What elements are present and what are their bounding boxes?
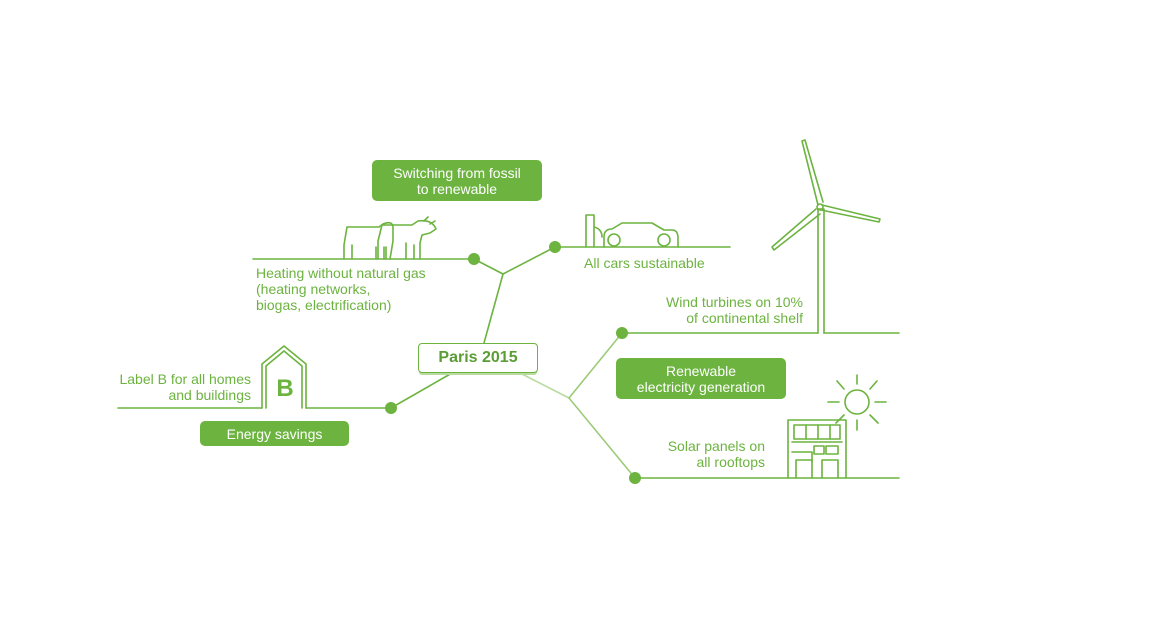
house-label-b-icon — [117, 345, 392, 409]
node-dots — [385, 241, 641, 484]
house-letter: B — [276, 375, 293, 402]
category-renewable-electricity: Renewable electricity generation — [616, 358, 786, 399]
electric-car-icon — [554, 214, 731, 248]
center-node: Paris 2015 — [418, 343, 538, 373]
sun-icon — [827, 374, 887, 431]
category-energy-savings: Energy savings — [200, 421, 349, 446]
cows-icon — [252, 216, 475, 260]
wind-turbine-icon — [621, 139, 900, 334]
label-heating: Heating without natural gas (heating net… — [256, 265, 426, 313]
label-b-homes: Label B for all homes and buildings — [119, 371, 251, 403]
label-solar: Solar panels on all rooftops — [667, 438, 765, 470]
connector-lines — [390, 246, 636, 479]
solar-house-icon — [634, 419, 900, 479]
label-wind: Wind turbines on 10% of continental shel… — [666, 294, 803, 326]
category-fossil-to-renewable: Switching from fossil to renewable — [372, 160, 542, 201]
label-cars: All cars sustainable — [584, 255, 705, 271]
